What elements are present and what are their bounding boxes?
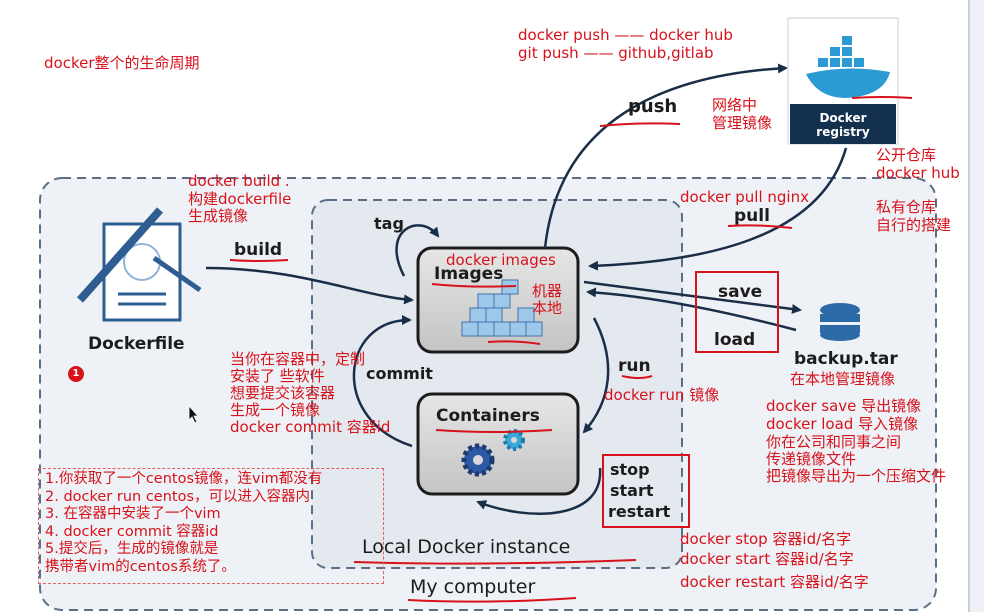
commit-arrow — [352, 315, 413, 448]
step-6: 携带者vim的centos系统了。 — [45, 558, 236, 575]
steps-note-box: 1.你获取了一个centos镜像，连vim都没有 2. docker run c… — [38, 468, 384, 584]
save-arrow — [583, 280, 802, 314]
pull-underline — [727, 224, 793, 229]
containers-box — [416, 392, 580, 496]
diagram-title: docker整个的生命周期 — [44, 54, 200, 72]
commit-note-line5: docker commit 容器id — [230, 418, 391, 436]
gears-icon — [461, 429, 525, 477]
backup-label: backup.tar — [794, 349, 898, 369]
save-note-line3: 你在公司和同事之间 — [766, 433, 902, 451]
images-underline — [431, 283, 517, 288]
private-repo-line1: 私有仓库 — [876, 198, 937, 216]
save-label: save — [718, 282, 763, 302]
tag-arrow — [395, 224, 440, 277]
containers-label: Containers — [436, 406, 540, 426]
step-1: 1.你获取了一个centos镜像，连vim都没有 — [45, 471, 323, 487]
start-cmd-note: docker start 容器id/名字 — [680, 550, 854, 568]
run-cmd-note: docker run 镜像 — [604, 386, 720, 404]
registry-caption: Docker registry — [790, 111, 896, 139]
mouse-cursor-icon — [188, 404, 199, 424]
pull-arrow — [588, 147, 848, 271]
run-arrow — [582, 317, 610, 434]
step-3: 3. 在容器中安装了一个vim — [45, 506, 221, 523]
build-note-line2: 构建dockerfile — [188, 190, 292, 208]
steps-list: 1.你获取了一个centos镜像，连vim都没有 2. docker run c… — [39, 469, 383, 579]
local-machine-line2: 本地 — [532, 299, 563, 317]
images-label: Images — [434, 264, 504, 284]
pull-cmd-note: docker pull nginx — [680, 188, 809, 206]
registry-caption-line1: Docker — [819, 111, 867, 125]
push-label: push — [628, 96, 678, 117]
stop-label: stop — [610, 460, 650, 479]
stop-start-restart-box — [602, 454, 690, 528]
commit-note-line4: 生成一个镜像 — [230, 401, 321, 419]
load-arrow — [586, 287, 797, 332]
build-label: build — [234, 240, 283, 260]
dockerfile-label: Dockerfile — [88, 334, 185, 354]
docker-registry-logo — [787, 17, 899, 145]
local-instance-label: Local Docker instance — [362, 536, 571, 558]
save-note-line1: docker save 导出镜像 — [766, 397, 922, 415]
docker-images-cmd: docker images — [446, 251, 556, 269]
my-computer-underline — [407, 597, 577, 603]
save-note-line4: 传递镜像文件 — [766, 450, 857, 468]
cubes-underline — [487, 340, 541, 345]
database-icon — [820, 303, 860, 341]
build-note-line1: docker build . — [188, 172, 290, 190]
start-label: start — [610, 481, 654, 500]
net-manage-line1: 网络中 — [712, 96, 758, 114]
restart-label: restart — [608, 502, 671, 521]
run-label: run — [618, 356, 651, 376]
containers-underline — [435, 429, 553, 433]
registry-underline — [851, 96, 913, 99]
restart-cmd-note: docker restart 容器id/名字 — [680, 573, 869, 591]
commit-note-line1: 当你在容器中，定制 — [230, 350, 366, 368]
push-underline — [599, 122, 681, 127]
build-note-line3: 生成镜像 — [188, 207, 249, 225]
dockerfile-doc-icon — [77, 207, 202, 322]
run-underline — [621, 375, 653, 379]
local-instance-underline — [353, 559, 637, 565]
save-note-line2: docker load 导入镜像 — [766, 415, 919, 433]
push-arrow — [543, 63, 788, 249]
local-manage-note: 在本地管理镜像 — [790, 370, 896, 388]
tag-label: tag — [374, 214, 404, 233]
pull-label: pull — [734, 206, 770, 226]
private-repo-line2: 自行的搭建 — [876, 216, 952, 234]
load-label: load — [714, 330, 756, 350]
step-badge: 1 — [68, 366, 84, 382]
save-note-line5: 把镜像导出为一个压缩文件 — [766, 467, 947, 485]
window-scrollbar-edge — [968, 0, 984, 612]
commit-note-line2: 安装了 些软件 — [230, 367, 325, 385]
public-repo-line2: docker hub — [876, 164, 960, 182]
my-computer-label: My computer — [410, 576, 536, 598]
save-load-box — [695, 271, 779, 353]
step-4: 4. docker commit 容器id — [45, 523, 219, 540]
registry-caption-line2: registry — [816, 125, 870, 139]
commit-note-line3: 想要提交该容器 — [230, 384, 336, 402]
push-hub-note: docker push —— docker hub — [518, 26, 733, 44]
push-git-note: git push —— github,gitlab — [518, 44, 714, 62]
image-cubes-icon — [461, 279, 543, 337]
public-repo-line1: 公开仓库 — [876, 146, 937, 164]
restart-arrow — [476, 467, 602, 515]
build-underline — [229, 259, 289, 262]
step-5: 5.提交后，生成的镜像就是 — [45, 541, 219, 558]
build-arrow — [205, 266, 414, 305]
commit-label: commit — [366, 364, 433, 383]
stop-cmd-note: docker stop 容器id/名字 — [680, 530, 852, 548]
net-manage-line2: 管理镜像 — [712, 114, 773, 132]
step-2: 2. docker run centos，可以进入容器内 — [45, 488, 311, 505]
local-machine-line1: 机器 — [532, 282, 563, 300]
